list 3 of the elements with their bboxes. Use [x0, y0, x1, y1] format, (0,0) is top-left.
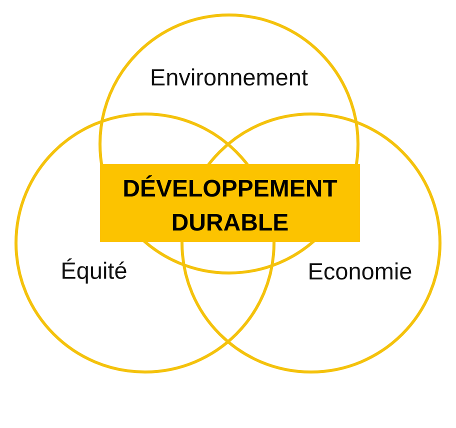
circle-label: Environnement [152, 68, 308, 86]
circle-label: Équité [62, 258, 126, 284]
circle-label: Economie [310, 262, 412, 280]
